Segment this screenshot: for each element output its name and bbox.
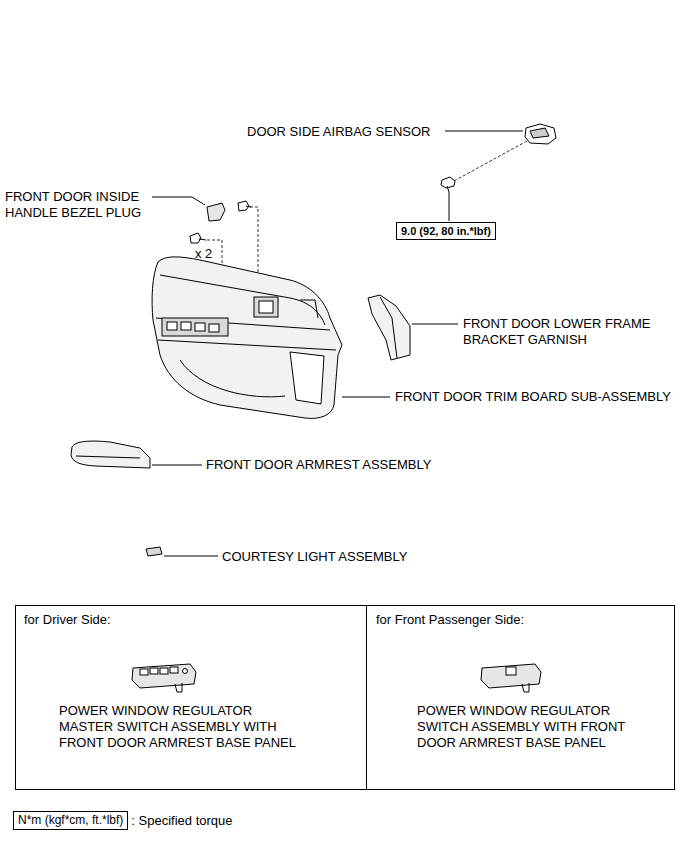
- door-trim-board-part: [259, 301, 273, 313]
- box-text: N*m (kgf*cm, ft.*lbf): [18, 813, 123, 828]
- bolt-part: [441, 177, 455, 188]
- passenger-switch: [481, 664, 541, 692]
- master-switch-part: [140, 669, 148, 675]
- armrest: [71, 441, 150, 468]
- master-switch: [132, 664, 196, 692]
- passenger-switch-part: [506, 667, 516, 675]
- part-label: FRONT DOOR LOWER FRAME BRACKET GARNISH: [463, 316, 668, 348]
- door-trim-board-part: [300, 300, 318, 318]
- dashed-guide-lines-part: [454, 141, 527, 181]
- passenger-switch-part: [481, 664, 541, 688]
- courtesy-light: [146, 547, 162, 556]
- door-side-airbag-sensor: [525, 124, 556, 144]
- part-label: FRONT DOOR TRIM BOARD SUB-ASSEMBLY: [395, 389, 671, 405]
- box-text: 9.0 (92, 80 in.*lbf): [401, 224, 491, 238]
- quantity-label: x 2: [195, 246, 212, 262]
- legend-note: : Specified torque: [131, 813, 232, 829]
- bolt-part: [447, 186, 449, 192]
- armrest-part: [76, 456, 140, 458]
- door-trim-board-part: [254, 297, 278, 317]
- screws-part: [199, 239, 206, 240]
- master-switch-part: [132, 664, 196, 688]
- courtesy-light-part: [146, 547, 162, 556]
- torque-box: 9.0 (92, 80 in.*lbf): [396, 222, 496, 240]
- leader-lines-part: [164, 556, 218, 557]
- armrest-part: [71, 441, 150, 468]
- part-name: POWER WINDOW REGULATOR SWITCH ASSEMBLY W…: [417, 703, 647, 751]
- master-switch-part: [183, 669, 188, 674]
- screws-part: [246, 206, 251, 207]
- part-name: POWER WINDOW REGULATOR MASTER SWITCH ASS…: [59, 703, 304, 751]
- screws: [190, 201, 251, 243]
- door-trim-board-part: [180, 360, 285, 397]
- door-side-airbag-sensor-part: [525, 124, 556, 144]
- lower-frame-bracket-garnish-part: [380, 297, 397, 358]
- leader-lines-part: [152, 197, 205, 205]
- door-trim-board-part: [162, 318, 228, 336]
- part-label: COURTESY LIGHT ASSEMBLY: [222, 549, 407, 565]
- door-trim-board-part: [181, 322, 191, 330]
- door-trim-board-part: [167, 322, 177, 330]
- part-label: FRONT DOOR INSIDE HANDLE BEZEL PLUG: [5, 189, 155, 221]
- door-trim-board-part: [209, 324, 219, 332]
- door-trim-board-part: [290, 352, 324, 404]
- leader-lines-part: [412, 324, 458, 325]
- master-switch-part: [150, 668, 158, 674]
- part-label: FRONT DOOR ARMREST ASSEMBLY: [206, 457, 431, 473]
- master-switch-part: [175, 683, 182, 692]
- leader-lines-part: [152, 465, 202, 466]
- master-switch-part: [160, 668, 168, 674]
- leader-lines-part: [342, 397, 390, 398]
- table-cell: for Front Passenger Side: POWER WINDOW RE…: [366, 605, 675, 790]
- bezel-plug: [207, 203, 225, 221]
- part-label: DOOR SIDE AIRBAG SENSOR: [247, 124, 431, 140]
- master-switch-part: [170, 667, 178, 673]
- lower-frame-bracket-garnish: [368, 295, 410, 360]
- door-trim-board: [152, 257, 342, 419]
- bolt: [441, 177, 455, 192]
- cell-heading: for Front Passenger Side:: [376, 612, 524, 628]
- leader-lines-part: [445, 131, 523, 132]
- passenger-switch-part: [522, 683, 529, 692]
- door-trim-board-part: [158, 340, 336, 350]
- leader-lines-part: [449, 192, 450, 221]
- door-trim-board-part: [152, 257, 342, 419]
- torque-unit-box: N*m (kgf*cm, ft.*lbf): [13, 811, 128, 830]
- door-side-airbag-sensor-part: [530, 128, 549, 138]
- screws-part: [190, 233, 201, 243]
- lower-frame-bracket-garnish-part: [368, 295, 410, 360]
- cell-heading: for Driver Side:: [24, 612, 111, 628]
- bezel-plug-part: [207, 203, 225, 221]
- door-trim-board-part: [195, 323, 205, 331]
- table-cell: for Driver Side: POWER WINDOW REGULATOR M…: [15, 605, 367, 790]
